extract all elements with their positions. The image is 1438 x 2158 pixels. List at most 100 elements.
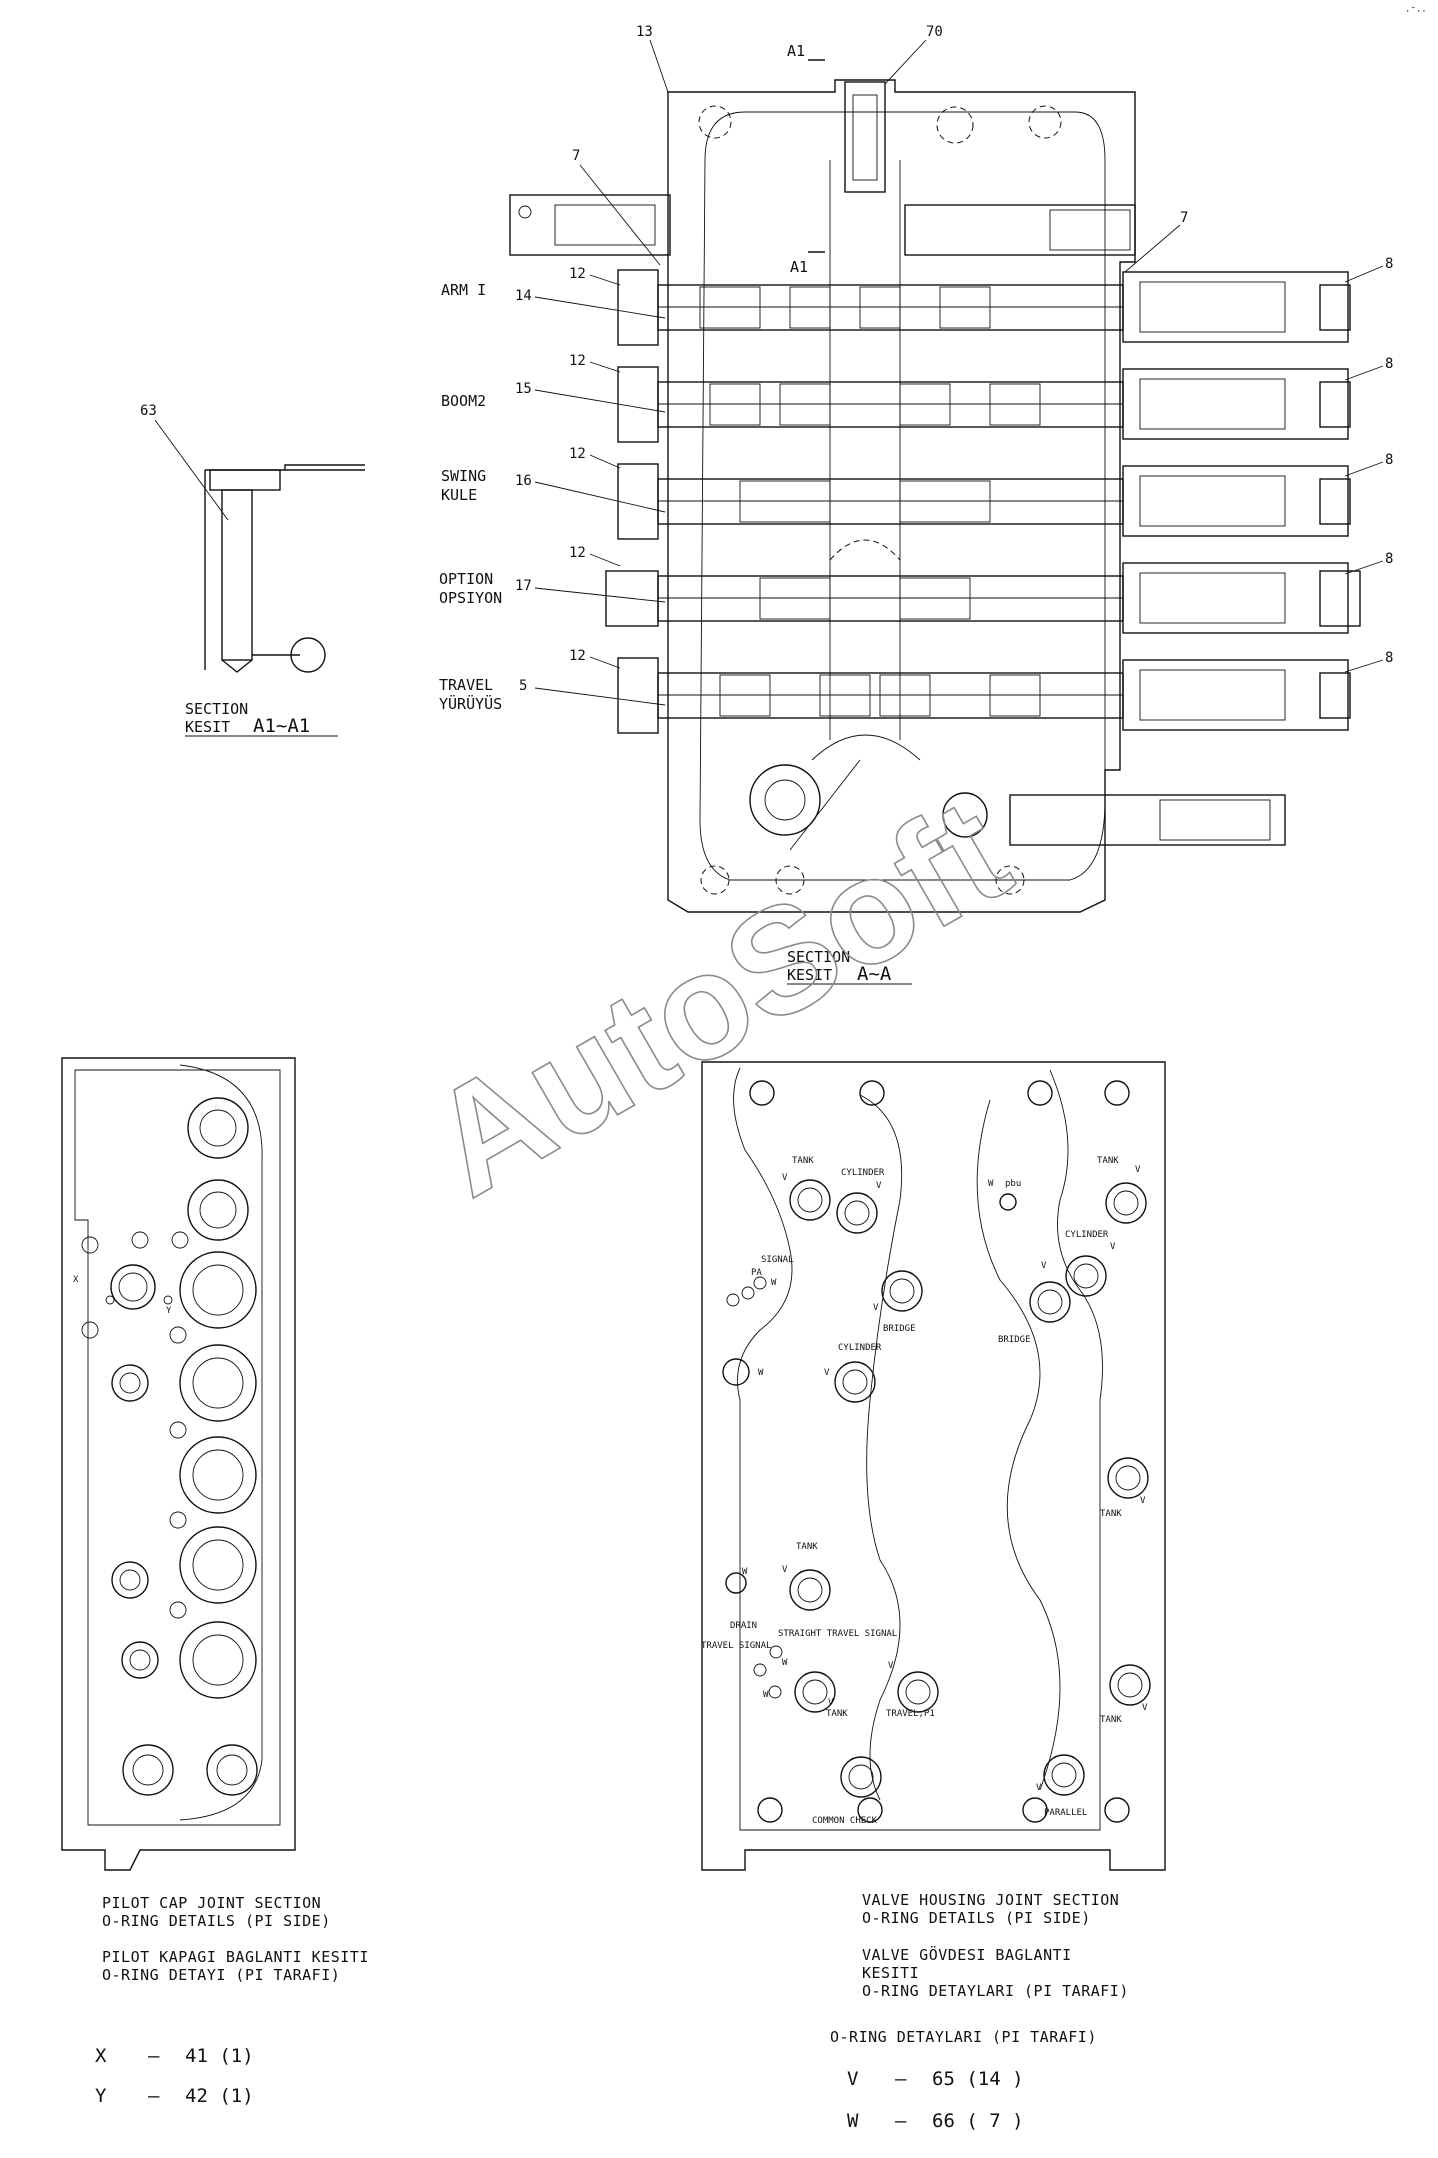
spool-row-arm1 xyxy=(617,269,1351,346)
vh-label-v-5: V xyxy=(1135,1165,1141,1175)
vh-label-pa: PA xyxy=(751,1268,762,1278)
pilot-legend-x-value: 41 (1) xyxy=(185,2045,254,2067)
pilot-cap-legend: X — 41 (1) Y — 42 (1) xyxy=(95,2045,254,2107)
row-label-kule: KULE xyxy=(441,486,477,504)
pilot-caption-3: PILOT KAPAGI BAGLANTI KESITI xyxy=(102,1948,369,1966)
spool-row-boom2 xyxy=(617,366,1351,443)
row-label-opsiyon: OPSIYON xyxy=(439,589,502,607)
vh-label-v-1: V xyxy=(782,1173,788,1183)
spool-row-travel xyxy=(617,657,1351,734)
watermark: AutoSoft xyxy=(402,766,1034,1228)
pilot-port-x: X xyxy=(73,1275,79,1285)
vh-label-tank-1: TANK xyxy=(792,1156,814,1166)
vh-label-tank-5: TANK xyxy=(826,1709,848,1719)
vh-label-travel-p1: TRAVEL,P1 xyxy=(886,1709,935,1719)
section-mark-a1-top: A1 xyxy=(787,42,805,60)
callout-7-left: 7 xyxy=(572,148,580,164)
vh-label-signal: SIGNAL xyxy=(761,1255,794,1265)
callout-8-d: 8 xyxy=(1385,551,1393,567)
callout-8-b: 8 xyxy=(1385,356,1393,372)
corner-mark: ·˜·· xyxy=(1405,7,1427,17)
valve-housing-captions: VALVE HOUSING JOINT SECTION O-RING DETAI… xyxy=(830,1891,1129,2046)
vh-caption-2: O-RING DETAILS (PI SIDE) xyxy=(862,1909,1091,1927)
detail-a1-section: 63 SECTION KESIT A1~A1 xyxy=(140,403,365,737)
vh-legend-w-dash: — xyxy=(895,2110,907,2132)
vh-label-cylinder-2: CYLINDER xyxy=(838,1343,882,1353)
vh-label-tank-3: TANK xyxy=(1100,1509,1122,1519)
vh-label-tank-4: TANK xyxy=(796,1542,818,1552)
row-label-yuruyus: YÜRÜYÜS xyxy=(439,694,502,713)
pilot-legend-y-dash: — xyxy=(148,2085,160,2107)
vh-label-straight-travel-signal: STRAIGHT TRAVEL SIGNAL xyxy=(778,1629,897,1639)
pilot-caption-1: PILOT CAP JOINT SECTION xyxy=(102,1894,321,1912)
valve-housing-port-labels: TANK CYLINDER V V SIGNAL PA W V BRIDGE C… xyxy=(701,1156,1148,1826)
callout-12-d: 12 xyxy=(569,545,586,561)
vh-label-tank-2: TANK xyxy=(1097,1156,1119,1166)
row-label-option: OPTION xyxy=(439,570,493,588)
callout-15: 15 xyxy=(515,381,532,397)
pilot-legend-x-key: X xyxy=(95,2045,107,2067)
vh-label-v-12: V xyxy=(1142,1703,1148,1713)
callout-7-right: 7 xyxy=(1180,210,1188,226)
section-a1-id: A1~A1 xyxy=(253,715,310,737)
valve-housing-drawing: TANK CYLINDER V V SIGNAL PA W V BRIDGE C… xyxy=(701,1061,1166,1871)
row-label-travel: TRAVEL xyxy=(439,676,493,694)
vh-label-v-10: V xyxy=(888,1661,894,1671)
vh-label-v-4: V xyxy=(824,1368,830,1378)
valve-housing-ports xyxy=(722,1179,1151,1798)
vh-label-tank-6: TANK xyxy=(1100,1715,1122,1725)
row-labels: ARM I BOOM2 SWING KULE OPTION OPSIYON TR… xyxy=(439,281,502,713)
row-label-arm1: ARM I xyxy=(441,281,486,299)
vh-caption-4: KESITI xyxy=(862,1964,919,1982)
pilot-caption-4: O-RING DETAYI (PI TARAFI) xyxy=(102,1966,340,1984)
vh-label-cylinder-1: CYLINDER xyxy=(841,1168,885,1178)
vh-caption-1: VALVE HOUSING JOINT SECTION xyxy=(862,1891,1119,1909)
spool-rows xyxy=(605,269,1361,734)
section-aa-caption: SECTION KESIT A~A xyxy=(787,948,912,985)
vh-label-bridge-2: BRIDGE xyxy=(998,1335,1031,1345)
vh-label-v-6: V xyxy=(1110,1242,1116,1252)
pilot-cap-ports xyxy=(81,1097,258,1796)
section-aa-line2: KESIT xyxy=(787,966,832,984)
vh-label-v-7: V xyxy=(1041,1261,1047,1271)
spool-row-option xyxy=(605,562,1361,634)
vh-label-w-4: W xyxy=(742,1567,748,1577)
vh-caption-5: O-RING DETAYLARI (PI TARAFI) xyxy=(862,1982,1129,2000)
section-a1-line1: SECTION xyxy=(185,700,248,718)
section-aa-line1: SECTION xyxy=(787,948,850,966)
vh-legend-v-dash: — xyxy=(895,2068,907,2090)
vh-label-w-2: W xyxy=(758,1368,764,1378)
pilot-cap-captions: PILOT CAP JOINT SECTION O-RING DETAILS (… xyxy=(102,1894,369,1984)
vh-label-pbu: pbu xyxy=(1005,1179,1021,1189)
callout-12-c: 12 xyxy=(569,446,586,462)
vh-label-v-9: V xyxy=(782,1565,788,1575)
section-a1-line2: KESIT xyxy=(185,718,230,736)
vh-label-v-2: V xyxy=(876,1181,882,1191)
callout-16: 16 xyxy=(515,473,532,489)
pilot-port-y: Y xyxy=(166,1306,172,1316)
callout-12-a: 12 xyxy=(569,266,586,282)
pilot-legend-y-value: 42 (1) xyxy=(185,2085,254,2107)
pilot-legend-x-dash: — xyxy=(148,2045,160,2067)
vh-label-v-3: V xyxy=(873,1303,879,1313)
vh-label-v-13: V xyxy=(1036,1783,1042,1793)
vh-legend-v-key: V xyxy=(847,2068,858,2090)
vh-label-cylinder-3: CYLINDER xyxy=(1065,1230,1109,1240)
spool-callouts: 14 15 16 17 5 12 12 12 12 12 8 8 8 8 8 1… xyxy=(515,24,1393,706)
callout-8-c: 8 xyxy=(1385,452,1393,468)
vh-legend-w-key: W xyxy=(847,2110,859,2132)
section-aa-id: A~A xyxy=(857,963,892,985)
pilot-caption-2: O-RING DETAILS (PI SIDE) xyxy=(102,1912,331,1930)
row-label-swing: SWING xyxy=(441,467,486,485)
vh-label-w-6: W xyxy=(763,1690,769,1700)
row-label-boom2: BOOM2 xyxy=(441,392,486,410)
callout-8-a: 8 xyxy=(1385,256,1393,272)
vh-label-w-5: W xyxy=(782,1658,788,1668)
callout-12-b: 12 xyxy=(569,353,586,369)
callout-14: 14 xyxy=(515,288,532,304)
vh-label-travel-signal: TRAVEL SIGNAL xyxy=(701,1641,771,1651)
section-mark-a1-bottom: A1 xyxy=(790,258,808,276)
callout-17: 17 xyxy=(515,578,532,594)
callout-13: 13 xyxy=(636,24,653,40)
